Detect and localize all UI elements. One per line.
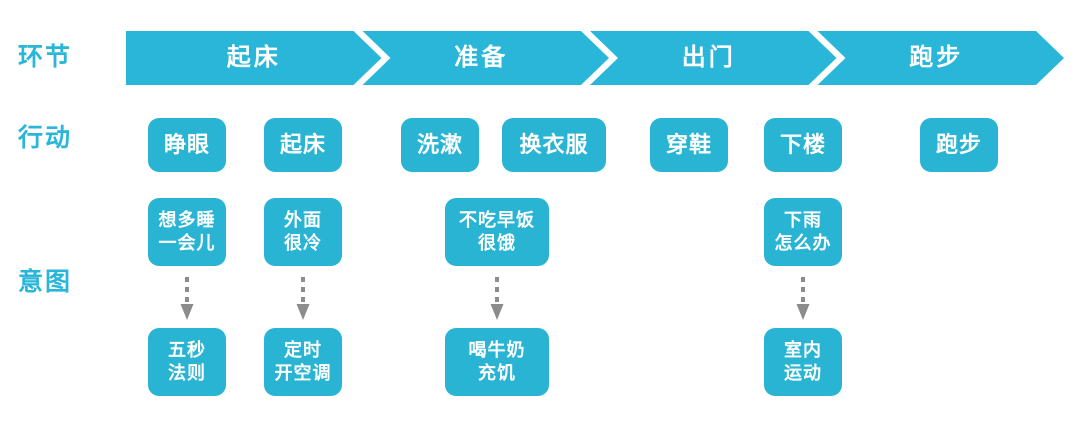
action-box-label: 换衣服 — [519, 131, 589, 157]
action-box-label: 洗漱 — [416, 131, 463, 157]
action-box-label: 下楼 — [779, 131, 826, 157]
intent-solution-box[interactable]: 五秒 法则 — [148, 328, 226, 396]
action-box[interactable]: 穿鞋 — [650, 118, 728, 172]
row-label-action: 行动 — [18, 124, 73, 152]
intent-flow-arrow-icon — [179, 276, 195, 322]
intent-problem-box[interactable]: 想多睡 一会儿 — [148, 198, 226, 266]
action-box-label: 跑步 — [935, 131, 982, 157]
stage-chevron-1[interactable] — [126, 31, 382, 85]
action-box-label: 起床 — [279, 131, 326, 157]
intent-problem-box[interactable]: 下雨 怎么办 — [764, 198, 842, 266]
stage-chevron-band: 起床准备出门跑步 — [126, 31, 1064, 85]
intent-solution-box-label: 五秒 法则 — [168, 339, 206, 383]
intent-flow-arrow-icon — [489, 276, 505, 322]
action-box-label: 穿鞋 — [665, 131, 712, 157]
chevron-shapes — [126, 31, 1064, 85]
row-label-intent: 意图 — [18, 268, 73, 296]
intent-solution-box-label: 喝牛奶 充饥 — [468, 339, 526, 383]
action-box[interactable]: 换衣服 — [502, 118, 606, 172]
intent-problem-box[interactable]: 不吃早饭 很饿 — [445, 198, 549, 266]
intent-solution-box[interactable]: 定时 开空调 — [264, 328, 342, 396]
action-box[interactable]: 下楼 — [764, 118, 842, 172]
action-box[interactable]: 跑步 — [920, 118, 998, 172]
intent-problem-box-label: 下雨 怎么办 — [774, 209, 832, 253]
intent-solution-box[interactable]: 室内 运动 — [764, 328, 842, 396]
intent-solution-box[interactable]: 喝牛奶 充饥 — [445, 328, 549, 396]
stage-chevron-4[interactable] — [817, 31, 1065, 85]
stage-chevron-3[interactable] — [590, 31, 837, 85]
action-box[interactable]: 洗漱 — [401, 118, 479, 172]
intent-problem-box-label: 想多睡 一会儿 — [158, 209, 216, 253]
intent-solution-box-label: 室内 运动 — [784, 339, 822, 383]
action-box-label: 睁眼 — [163, 131, 210, 157]
row-label-stage: 环节 — [18, 43, 73, 71]
action-box[interactable]: 起床 — [264, 118, 342, 172]
intent-problem-box-label: 外面 很冷 — [284, 209, 322, 253]
intent-flow-arrow-icon — [295, 276, 311, 322]
stage-chevron-2[interactable] — [362, 31, 610, 85]
intent-problem-box[interactable]: 外面 很冷 — [264, 198, 342, 266]
intent-flow-arrow-icon — [795, 276, 811, 322]
intent-solution-box-label: 定时 开空调 — [274, 339, 332, 383]
action-box[interactable]: 睁眼 — [148, 118, 226, 172]
intent-problem-box-label: 不吃早饭 很饿 — [459, 209, 535, 253]
